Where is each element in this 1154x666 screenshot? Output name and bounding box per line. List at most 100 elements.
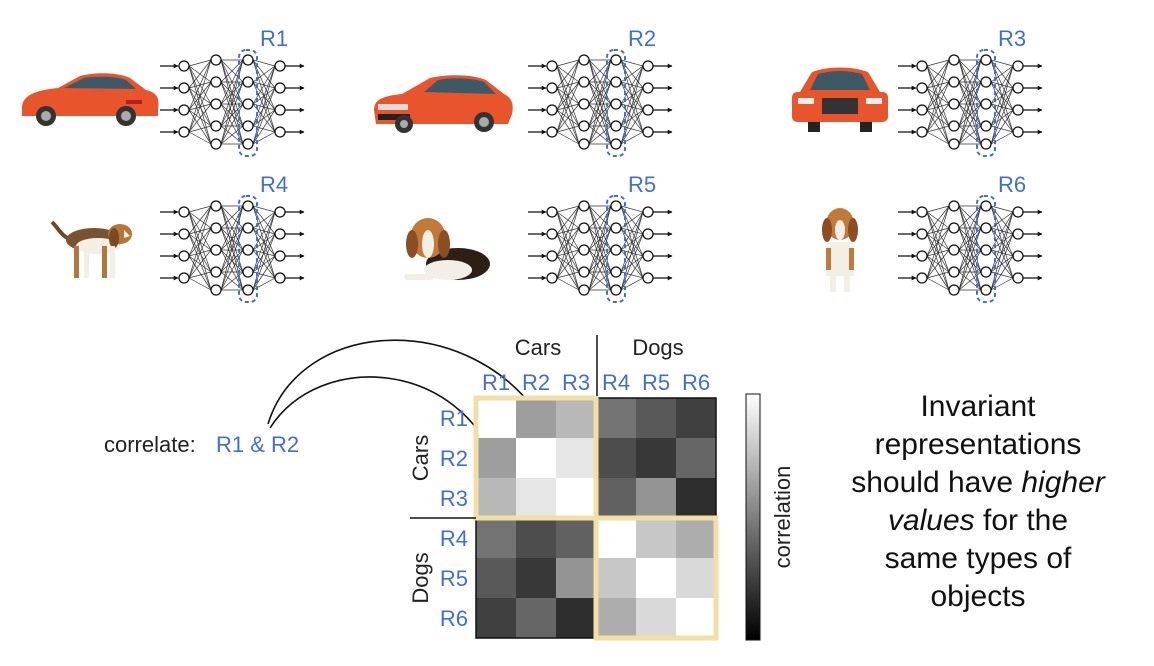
neuron xyxy=(610,76,622,88)
network-connections xyxy=(926,59,1014,145)
neuron xyxy=(610,98,622,110)
neuron xyxy=(242,266,254,278)
neuron xyxy=(274,126,286,138)
neuron xyxy=(948,54,960,66)
neuron xyxy=(948,120,960,132)
neuron xyxy=(210,138,222,150)
neuron xyxy=(242,244,254,256)
matrix-cell xyxy=(636,558,676,598)
network-connections xyxy=(188,205,276,291)
neuron xyxy=(610,120,622,132)
matrix-cell xyxy=(516,518,556,558)
neuron xyxy=(210,222,222,234)
matrix-cell xyxy=(556,558,596,598)
neuron xyxy=(178,60,190,72)
neuron xyxy=(1012,126,1024,138)
neuron xyxy=(546,272,558,284)
statement-line-2: representations xyxy=(874,428,1082,461)
neuron xyxy=(948,138,960,150)
neuron xyxy=(948,284,960,296)
matrix-cell xyxy=(636,398,676,438)
matrix-cell xyxy=(516,478,556,518)
neuron xyxy=(916,126,928,138)
row-label-r2: R2 xyxy=(440,446,468,471)
row-group-cars: Cars xyxy=(408,435,433,481)
matrix-cell xyxy=(476,438,516,478)
matrix-cell xyxy=(476,518,516,558)
neuron xyxy=(242,284,254,296)
matrix-cell xyxy=(676,438,716,478)
colorbar xyxy=(745,393,761,641)
neuron xyxy=(178,82,190,94)
matrix-cell xyxy=(476,478,516,518)
matrix-cell xyxy=(676,398,716,438)
neuron xyxy=(546,126,558,138)
representation-box xyxy=(976,195,996,303)
network-label: R3 xyxy=(998,26,1026,51)
car-angle-image xyxy=(374,75,513,133)
neuron xyxy=(242,138,254,150)
statement-line-6: objects xyxy=(930,580,1026,613)
neuron xyxy=(578,200,590,212)
row-label-r1: R1 xyxy=(440,406,468,431)
row-label-r5: R5 xyxy=(440,566,468,591)
matrix-cell xyxy=(556,478,596,518)
matrix-cell xyxy=(516,598,556,638)
network-label: R1 xyxy=(260,26,288,51)
network-connections xyxy=(188,59,276,145)
neuron xyxy=(642,60,654,72)
neuron xyxy=(578,120,590,132)
neuron xyxy=(610,284,622,296)
neuron xyxy=(178,104,190,116)
neuron xyxy=(242,98,254,110)
neuron xyxy=(178,228,190,240)
matrix-cell xyxy=(556,398,596,438)
statement-line-1: Invariant xyxy=(920,390,1036,423)
neuron xyxy=(1012,250,1024,262)
representation-box xyxy=(606,195,626,303)
neuron xyxy=(980,76,992,88)
statement-line-4b: for the xyxy=(974,504,1069,537)
matrix-cell xyxy=(516,398,556,438)
row-label-r3: R3 xyxy=(440,486,468,511)
neuron xyxy=(980,98,992,110)
statement-line-3: should have higher xyxy=(818,464,1138,502)
neuron xyxy=(578,76,590,88)
network-r1: R1 xyxy=(160,26,305,157)
network-label: R6 xyxy=(998,172,1026,197)
neuron xyxy=(578,222,590,234)
neuron xyxy=(242,76,254,88)
neuron xyxy=(578,54,590,66)
neuron xyxy=(546,60,558,72)
neuron xyxy=(916,228,928,240)
neuron xyxy=(610,222,622,234)
matrix-cell xyxy=(636,478,676,518)
neuron xyxy=(980,120,992,132)
representation-box xyxy=(238,195,258,303)
col-label-r6: R6 xyxy=(682,370,710,395)
neuron xyxy=(210,244,222,256)
neuron xyxy=(274,60,286,72)
neuron xyxy=(578,284,590,296)
neuron xyxy=(948,98,960,110)
col-label-r3: R3 xyxy=(562,370,590,395)
neuron xyxy=(916,206,928,218)
neuron xyxy=(546,82,558,94)
dog-front-image xyxy=(822,208,858,292)
car-front-image xyxy=(792,67,888,132)
neuron xyxy=(642,250,654,262)
neuron xyxy=(610,54,622,66)
matrix-cell xyxy=(676,598,716,638)
network-connections xyxy=(556,205,644,291)
neuron xyxy=(642,104,654,116)
neuron xyxy=(916,272,928,284)
cars-block-highlight xyxy=(473,395,599,521)
neuron xyxy=(178,250,190,262)
neuron xyxy=(980,54,992,66)
neuron xyxy=(1012,104,1024,116)
col-label-r2: R2 xyxy=(522,370,550,395)
matrix-cell xyxy=(516,438,556,478)
neuron xyxy=(642,206,654,218)
neuron xyxy=(642,82,654,94)
